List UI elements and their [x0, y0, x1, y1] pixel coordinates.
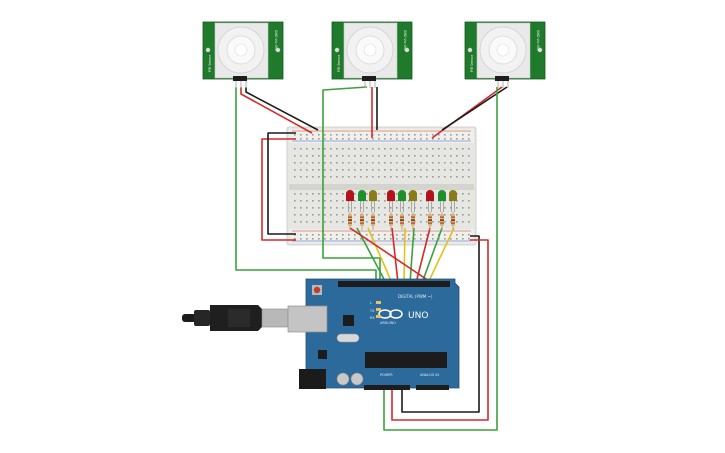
- led-4: [387, 190, 395, 212]
- led-7: [426, 190, 434, 212]
- usb-cable: [182, 305, 289, 331]
- pir-side-label: PIR Sensor: [337, 54, 341, 72]
- wire-pir1-gnd: [245, 87, 319, 131]
- arduino-uno-board: ARDUINO UNO DIGITAL (PWM ~) TX RX L POWE…: [287, 278, 460, 390]
- power-header: [364, 385, 410, 390]
- wire-pir2-out: [322, 86, 381, 283]
- breadboard: [286, 126, 477, 246]
- led-array: [346, 190, 457, 230]
- pir-sensors: PIR Sensor GND Vcc OUT PIR Sensor GND Vcc O…: [202, 21, 546, 88]
- pir-sensor-1: PIR Sensor GND Vcc OUT: [202, 21, 284, 88]
- resistor-3: [371, 212, 375, 230]
- wires: [235, 86, 508, 431]
- pir-sensor-2: PIR Sensor GND Vcc OUT: [331, 21, 413, 88]
- arduino-logo: ARDUINO: [378, 309, 403, 325]
- pir-side-label: PIR Sensor: [470, 54, 474, 72]
- resistor-5: [400, 212, 404, 230]
- resistor-9: [451, 212, 455, 230]
- usb-port: [287, 305, 328, 333]
- wire-rail-black-left: [267, 132, 296, 235]
- wire-pir1-vcc: [240, 87, 313, 134]
- led-9: [449, 190, 457, 212]
- rx-label: RX: [370, 316, 375, 320]
- wire-gnd-arduino: [401, 235, 480, 413]
- pir-pin-label: GND Vcc OUT: [536, 30, 540, 52]
- reset-button: [313, 286, 321, 294]
- atmega-chip: [365, 352, 447, 368]
- power-jack: [299, 369, 326, 389]
- power-label: POWER: [380, 373, 393, 377]
- digital-header: [338, 281, 450, 287]
- led-6: [409, 190, 417, 212]
- tx-label: TX: [369, 309, 375, 313]
- resistor-1: [348, 212, 352, 230]
- led-1: [346, 190, 354, 212]
- resistor-8: [440, 212, 444, 230]
- resistor-6: [411, 212, 415, 230]
- pir-pin-label: GND Vcc OUT: [274, 30, 278, 52]
- pir-side-label: PIR Sensor: [208, 54, 212, 72]
- analog-header: [416, 385, 449, 390]
- pir-pin-label: GND Vcc OUT: [403, 30, 407, 52]
- analog-in-label: ANALOG IN: [420, 373, 439, 377]
- wire-5v-arduino: [391, 239, 489, 421]
- pir-sensor-3: PIR Sensor GND Vcc OUT: [464, 21, 546, 88]
- wire-rail-red-left: [261, 138, 296, 241]
- resistor-4: [389, 212, 393, 230]
- l-label: L: [370, 301, 372, 305]
- resistor-7: [428, 212, 432, 230]
- led-5: [398, 190, 406, 212]
- led-8: [438, 190, 446, 212]
- arduino-model-label: UNO: [408, 311, 428, 321]
- led-2: [358, 190, 366, 212]
- resistor-2: [360, 212, 364, 230]
- digital-header-label: DIGITAL (PWM ~): [398, 294, 433, 299]
- wire-pir3-out: [383, 87, 498, 431]
- arduino-brand-label: ARDUINO: [380, 321, 396, 325]
- led-3: [369, 190, 377, 212]
- wire-pir3-gnd: [441, 86, 508, 131]
- wire-pir1-out: [235, 87, 377, 283]
